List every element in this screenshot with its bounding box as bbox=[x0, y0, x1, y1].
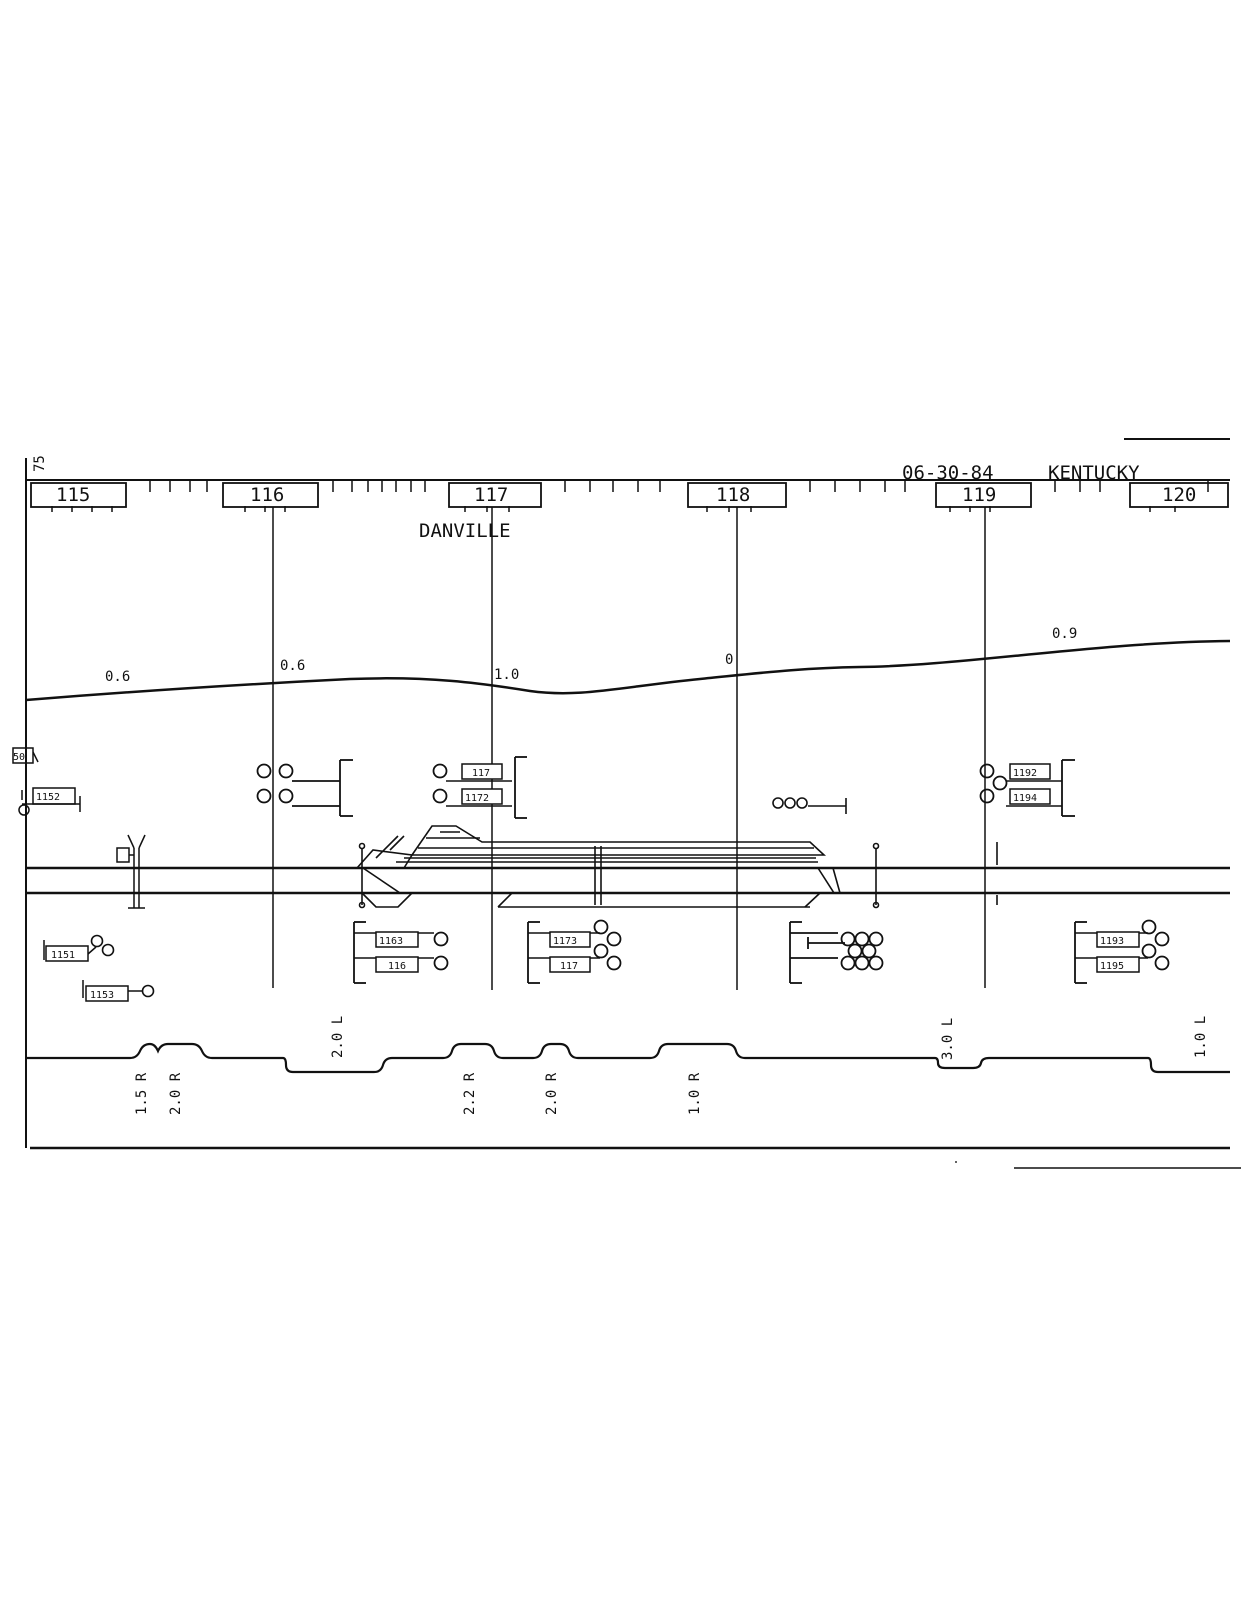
grade-label: 0 bbox=[725, 652, 733, 668]
grade-label: 0.9 bbox=[1052, 626, 1077, 642]
station-name: DANVILLE bbox=[419, 520, 511, 542]
grade-label: 1.0 bbox=[494, 667, 519, 683]
curve-label: 1.0 L bbox=[1193, 1016, 1209, 1058]
upper-signals: 50 1152 117 1172 bbox=[12, 747, 1075, 819]
curvature-line: 1.5 R 2.0 R 2.0 L 2.2 R 2.0 R 1.0 R 3.0 … bbox=[26, 1016, 1230, 1115]
milepost-116: 116 bbox=[250, 484, 284, 506]
header-date: 06-30-84 bbox=[902, 462, 994, 484]
signal-mast: 1163 116 bbox=[353, 921, 449, 984]
curve-label: 3.0 L bbox=[940, 1018, 956, 1060]
grade-label: 0.6 bbox=[105, 669, 130, 685]
curve-label: 2.0 R bbox=[168, 1072, 184, 1115]
grade-label: 0.6 bbox=[280, 658, 305, 674]
signal-mast: 1193 1195 bbox=[1074, 919, 1170, 984]
signal-number: 1172 bbox=[465, 793, 489, 804]
signal-mast bbox=[772, 797, 847, 814]
signal-number: 1192 bbox=[1013, 768, 1037, 779]
curve-label: 2.2 R bbox=[462, 1072, 478, 1115]
signal-mast bbox=[256, 759, 353, 817]
milepost-lines bbox=[272, 507, 986, 990]
milepost-120: 120 bbox=[1162, 484, 1196, 506]
signal-number: 1163 bbox=[379, 936, 403, 947]
signal-number: 1173 bbox=[553, 936, 577, 947]
signal-number: 116 bbox=[388, 961, 406, 972]
milepost-118: 118 bbox=[716, 484, 750, 506]
signal-mast bbox=[789, 921, 884, 984]
signal-mast: 1173 117 bbox=[527, 919, 622, 984]
signal-mast: 1151 bbox=[43, 934, 115, 962]
signal-number: 1151 bbox=[51, 950, 75, 961]
signal-mast: 117 1172 bbox=[432, 756, 527, 819]
milepost-115: 115 bbox=[56, 484, 90, 506]
signal-number: 1193 bbox=[1100, 936, 1124, 947]
diagram-frame bbox=[25, 438, 1241, 1169]
curve-label: 2.0 R bbox=[544, 1072, 560, 1115]
milepost-scale: 115 116 117 118 119 120 bbox=[30, 480, 1229, 512]
grade-profile: 0.6 0.6 1.0 0 0.9 bbox=[25, 626, 1231, 702]
main-track bbox=[26, 866, 1230, 895]
signal-number: 117 bbox=[472, 768, 490, 779]
signal-number: 117 bbox=[560, 961, 578, 972]
curve-label: 2.0 L bbox=[330, 1016, 346, 1058]
station-yard bbox=[355, 825, 998, 909]
signal-number: 1153 bbox=[90, 990, 114, 1001]
signal-number: 1152 bbox=[36, 792, 60, 803]
lower-signals: 1151 1153 1163 116 bbox=[43, 919, 1170, 1002]
milepost-117: 117 bbox=[474, 484, 508, 506]
curve-label: 1.0 R bbox=[687, 1072, 703, 1115]
signal-number: 1194 bbox=[1013, 793, 1037, 804]
sheet-number: 75 bbox=[32, 455, 48, 472]
header-state: KENTUCKY bbox=[1048, 462, 1140, 484]
switch-stand bbox=[116, 834, 146, 909]
signal-number: 1195 bbox=[1100, 961, 1124, 972]
milepost-119: 119 bbox=[962, 484, 996, 506]
curve-label: 1.5 R bbox=[134, 1072, 150, 1115]
signal-mast: 1192 1194 bbox=[979, 759, 1075, 817]
signal-mast: 1153 bbox=[82, 980, 155, 1002]
signal-number: 50 bbox=[13, 752, 25, 763]
